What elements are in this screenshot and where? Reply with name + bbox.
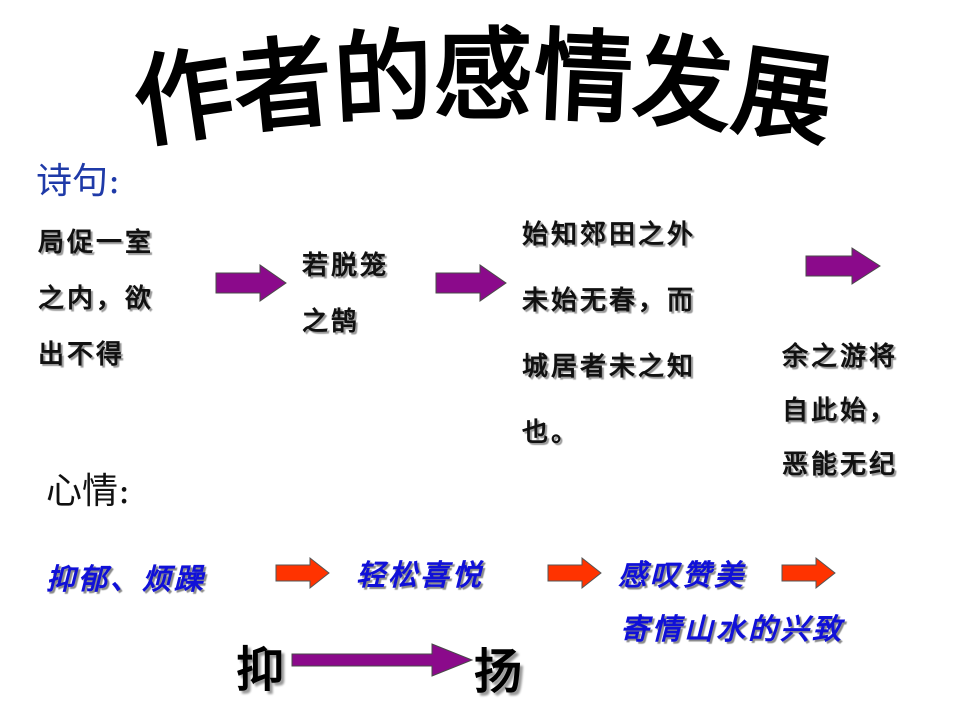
- poem-line: 未始无春，而: [522, 286, 697, 316]
- big-arrow: [291, 643, 474, 677]
- mood-section-label: 心情:: [46, 471, 131, 512]
- big-char-raise: 扬: [474, 644, 523, 700]
- poem-block-2: 若脱笼 之鹄: [302, 238, 389, 350]
- mood-text-2: 轻松喜悦: [356, 558, 485, 592]
- mood-text-1: 抑郁、烦躁: [46, 562, 207, 596]
- poem-section-label: 诗句:: [36, 161, 121, 202]
- poem-arrow-2: [435, 264, 507, 302]
- poem-arrow-3: [805, 247, 881, 285]
- mood-arrow-2: [547, 556, 602, 590]
- poem-line: 恶能无纪: [782, 450, 899, 480]
- poem-line: 始知郊田之外: [522, 220, 697, 250]
- mood-arrow-3: [781, 556, 836, 590]
- poem-line: 局促一室: [38, 228, 155, 258]
- mood-arrow-1: [275, 556, 330, 590]
- poem-line: 城居者未之知: [522, 352, 697, 382]
- poem-line: 也。: [522, 418, 581, 448]
- page-title: 作者的感情发展: [126, 17, 850, 210]
- title-text: 作者的感情发展: [126, 17, 839, 163]
- poem-arrow-1: [215, 264, 287, 302]
- poem-block-3: 始知郊田之外 未始无春，而 城居者未之知 也。: [522, 202, 696, 466]
- poem-line: 出不得: [38, 340, 126, 370]
- poem-block-4: 余之游将 自此始， 恶能无纪: [782, 330, 898, 492]
- mood-text-3: 感叹赞美: [618, 558, 747, 592]
- poem-line: 余之游将: [782, 342, 899, 372]
- mood-text-4: 寄情山水的兴致: [620, 612, 845, 646]
- title-textpath: 作者的感情发展: [126, 17, 839, 163]
- poem-line: 之内，欲: [38, 284, 155, 314]
- poem-line: 若脱笼: [302, 251, 390, 281]
- poem-block-1: 局促一室 之内，欲 出不得: [38, 215, 154, 383]
- poem-line: 自此始，: [782, 396, 899, 426]
- big-char-suppress: 抑: [236, 642, 285, 698]
- poem-line: 之鹄: [302, 307, 361, 337]
